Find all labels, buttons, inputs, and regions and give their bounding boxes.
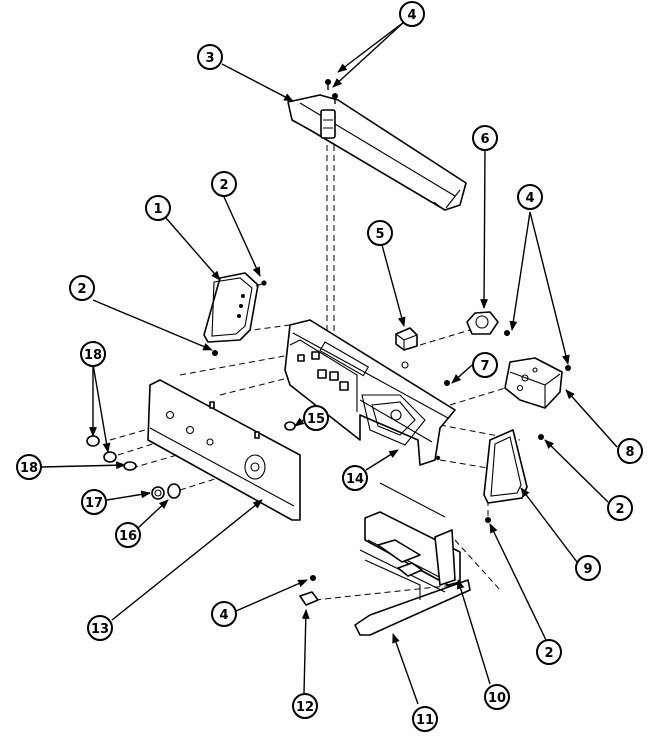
svg-text:11: 11 [416, 713, 434, 728]
svg-text:18: 18 [20, 461, 38, 476]
svg-text:6: 6 [480, 132, 489, 147]
callout-17: 17 [81, 489, 107, 515]
callout-2-bottom: 2 [536, 639, 562, 665]
svg-text:2: 2 [219, 178, 228, 193]
svg-text:1: 1 [153, 202, 162, 217]
callout-13: 13 [87, 615, 113, 641]
callout-4-bottom: 4 [211, 601, 237, 627]
callout-12: 12 [292, 693, 318, 719]
callout-8: 8 [617, 438, 643, 464]
svg-text:2: 2 [77, 282, 86, 297]
svg-text:18: 18 [84, 348, 102, 363]
callout-2-left: 2 [69, 275, 95, 301]
callout-4-right: 4 [517, 184, 543, 210]
end-cap-part-1 [203, 272, 267, 356]
callout-14: 14 [342, 465, 368, 491]
svg-text:8: 8 [625, 445, 634, 460]
callout-10: 10 [484, 684, 510, 710]
svg-text:2: 2 [615, 502, 624, 517]
leader-lines [40, 21, 618, 705]
svg-text:3: 3 [205, 51, 214, 66]
switch-part-5 [395, 327, 418, 351]
svg-text:2: 2 [544, 646, 553, 661]
svg-text:15: 15 [307, 412, 325, 427]
svg-text:14: 14 [346, 472, 364, 487]
callout-2-right: 2 [607, 495, 633, 521]
callout-3: 3 [197, 44, 223, 70]
svg-text:9: 9 [583, 562, 592, 577]
control-panel-frame-part-14 [284, 319, 456, 466]
control-module-part-8 [444, 357, 571, 409]
svg-text:10: 10 [488, 691, 506, 706]
svg-text:7: 7 [480, 359, 489, 374]
callout-18-top: 18 [80, 341, 106, 367]
callout-5: 5 [367, 220, 393, 246]
callout-4-top: 4 [399, 1, 425, 27]
timer-part-6 [466, 311, 510, 336]
callout-9: 9 [575, 555, 601, 581]
end-cap-part-9 [483, 429, 544, 523]
svg-text:12: 12 [296, 700, 314, 715]
svg-text:4: 4 [219, 608, 228, 623]
svg-text:4: 4 [407, 8, 416, 23]
svg-text:5: 5 [375, 227, 384, 242]
callout-6: 6 [472, 125, 498, 151]
callouts: 4 3 6 4 2 1 5 2 18 7 8 15 18 14 17 16 2 … [16, 1, 643, 732]
top-trim-part-3 [287, 94, 467, 211]
cabinet-lower [299, 482, 471, 636]
callout-1: 1 [145, 195, 171, 221]
callout-7: 7 [472, 352, 498, 378]
front-panel-part-13 [147, 379, 301, 521]
svg-text:16: 16 [119, 529, 137, 544]
callout-18-mid: 18 [16, 454, 42, 480]
callout-2-left-top: 2 [211, 171, 237, 197]
callout-15: 15 [303, 405, 329, 431]
svg-text:13: 13 [91, 622, 109, 637]
svg-text:17: 17 [85, 496, 103, 511]
svg-text:4: 4 [525, 191, 534, 206]
screws-part-4-top [325, 79, 338, 104]
callout-16: 16 [115, 522, 141, 548]
callout-11: 11 [412, 706, 438, 732]
